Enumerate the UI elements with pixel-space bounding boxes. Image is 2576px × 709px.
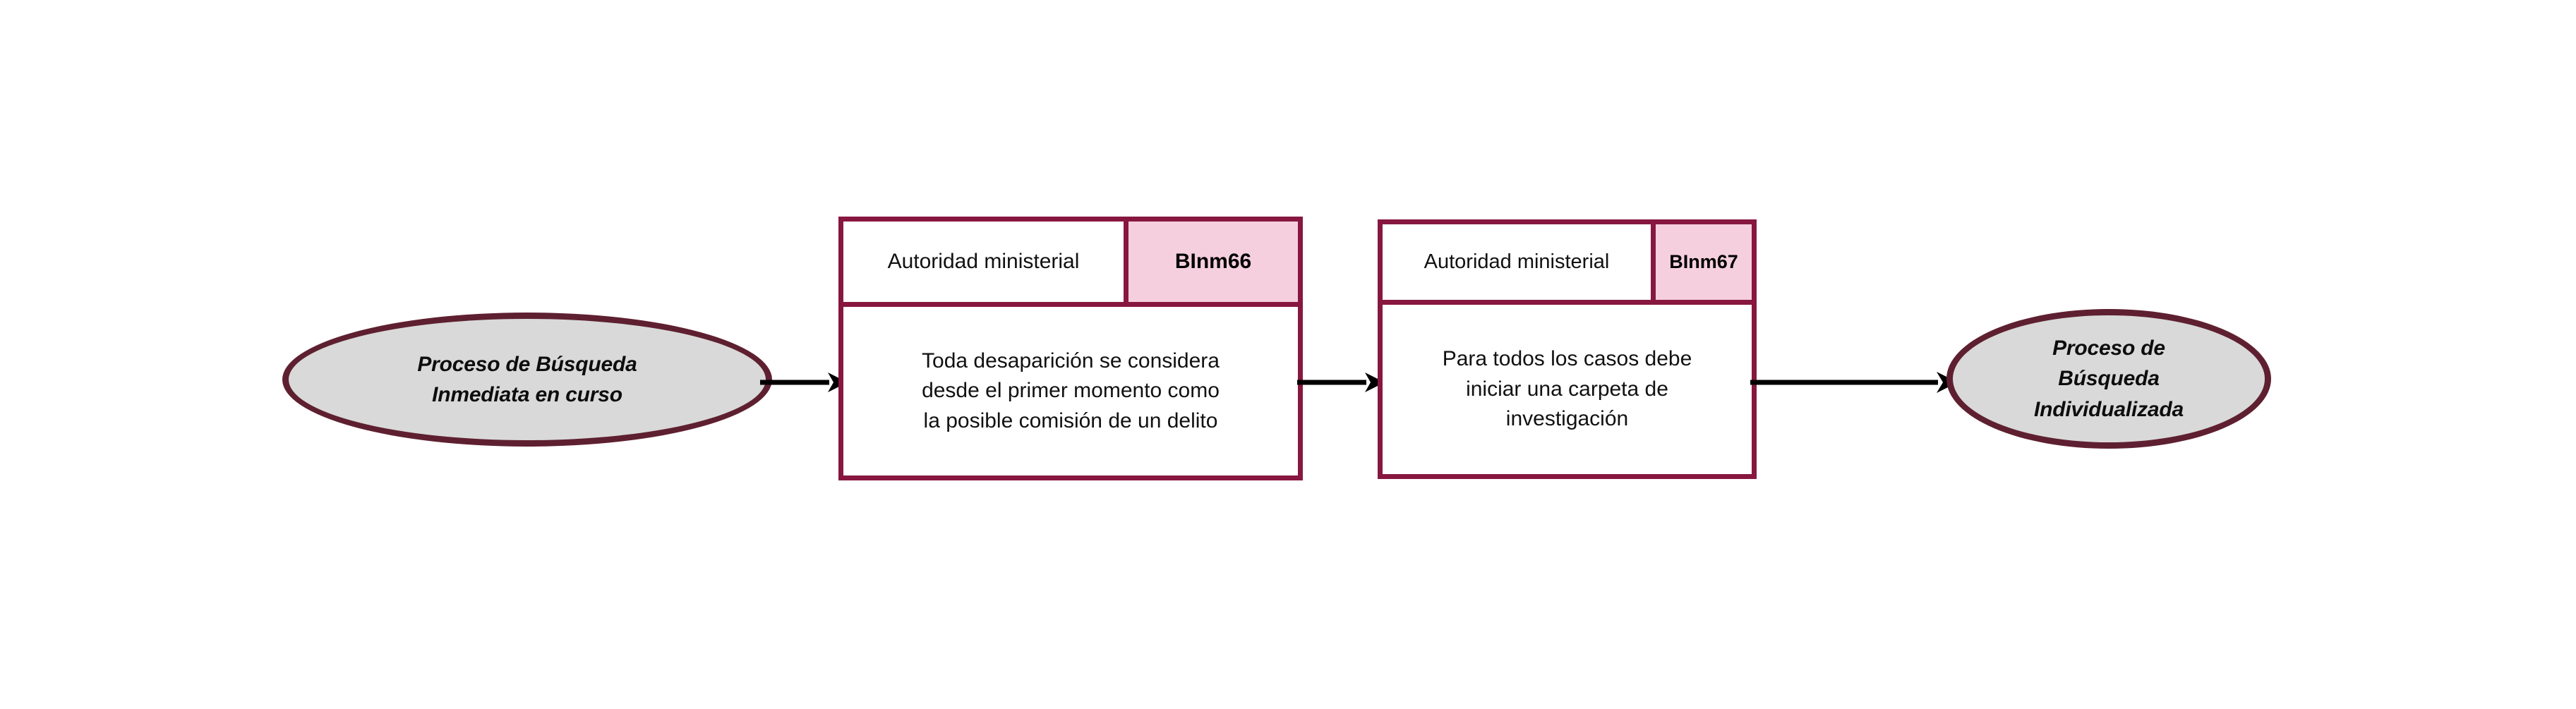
box-2-role-label: Autoridad ministerial bbox=[1383, 224, 1651, 300]
box-1-body-line-2: desde el primer momento como bbox=[922, 379, 1220, 403]
connector-start-to-step1 bbox=[760, 368, 848, 396]
node-end-line-2: Búsqueda bbox=[2058, 367, 2160, 391]
node-start-line-1: Proceso de Búsqueda bbox=[417, 352, 637, 376]
box-1-header: Autoridad ministerial BInm66 bbox=[843, 222, 1298, 307]
box-2-body-line-2: iniciar una carpeta de bbox=[1466, 377, 1668, 401]
node-start-label: Proceso de Búsqueda Inmediata en curso bbox=[380, 349, 673, 411]
box-2-body-line-3: investigación bbox=[1505, 407, 1629, 431]
box-1-code-badge: BInm66 bbox=[1124, 222, 1298, 302]
node-end-line-1: Proceso de bbox=[2052, 336, 2165, 360]
box-2-code-badge: BInm67 bbox=[1651, 224, 1752, 300]
connector-step1-to-step2 bbox=[1297, 368, 1385, 396]
box-1-body-line-3: la posible comisión de un delito bbox=[923, 408, 1218, 432]
node-proceso-busqueda-individualizada[interactable]: Proceso de Búsqueda Individualizada bbox=[1946, 309, 2271, 449]
box-1-role-label: Autoridad ministerial bbox=[843, 222, 1124, 302]
process-box-binm67[interactable]: Autoridad ministerial BInm67 Para todos … bbox=[1378, 219, 1757, 479]
box-1-body: Toda desaparición se considera desde el … bbox=[843, 307, 1298, 475]
box-2-body: Para todos los casos debe iniciar una ca… bbox=[1383, 305, 1752, 474]
node-end-label: Proceso de Búsqueda Individualizada bbox=[2010, 333, 2208, 425]
node-proceso-busqueda-inmediata[interactable]: Proceso de Búsqueda Inmediata en curso bbox=[282, 313, 772, 447]
connector-step2-to-end bbox=[1750, 368, 1958, 396]
box-1-body-line-1: Toda desaparición se considera bbox=[922, 349, 1220, 372]
process-box-binm66[interactable]: Autoridad ministerial BInm66 Toda desapa… bbox=[838, 217, 1303, 480]
node-start-line-2: Inmediata en curso bbox=[432, 383, 622, 406]
node-end-line-3: Individualizada bbox=[2033, 397, 2184, 421]
box-2-header: Autoridad ministerial BInm67 bbox=[1383, 224, 1752, 305]
box-2-body-line-1: Para todos los casos debe bbox=[1442, 347, 1692, 371]
